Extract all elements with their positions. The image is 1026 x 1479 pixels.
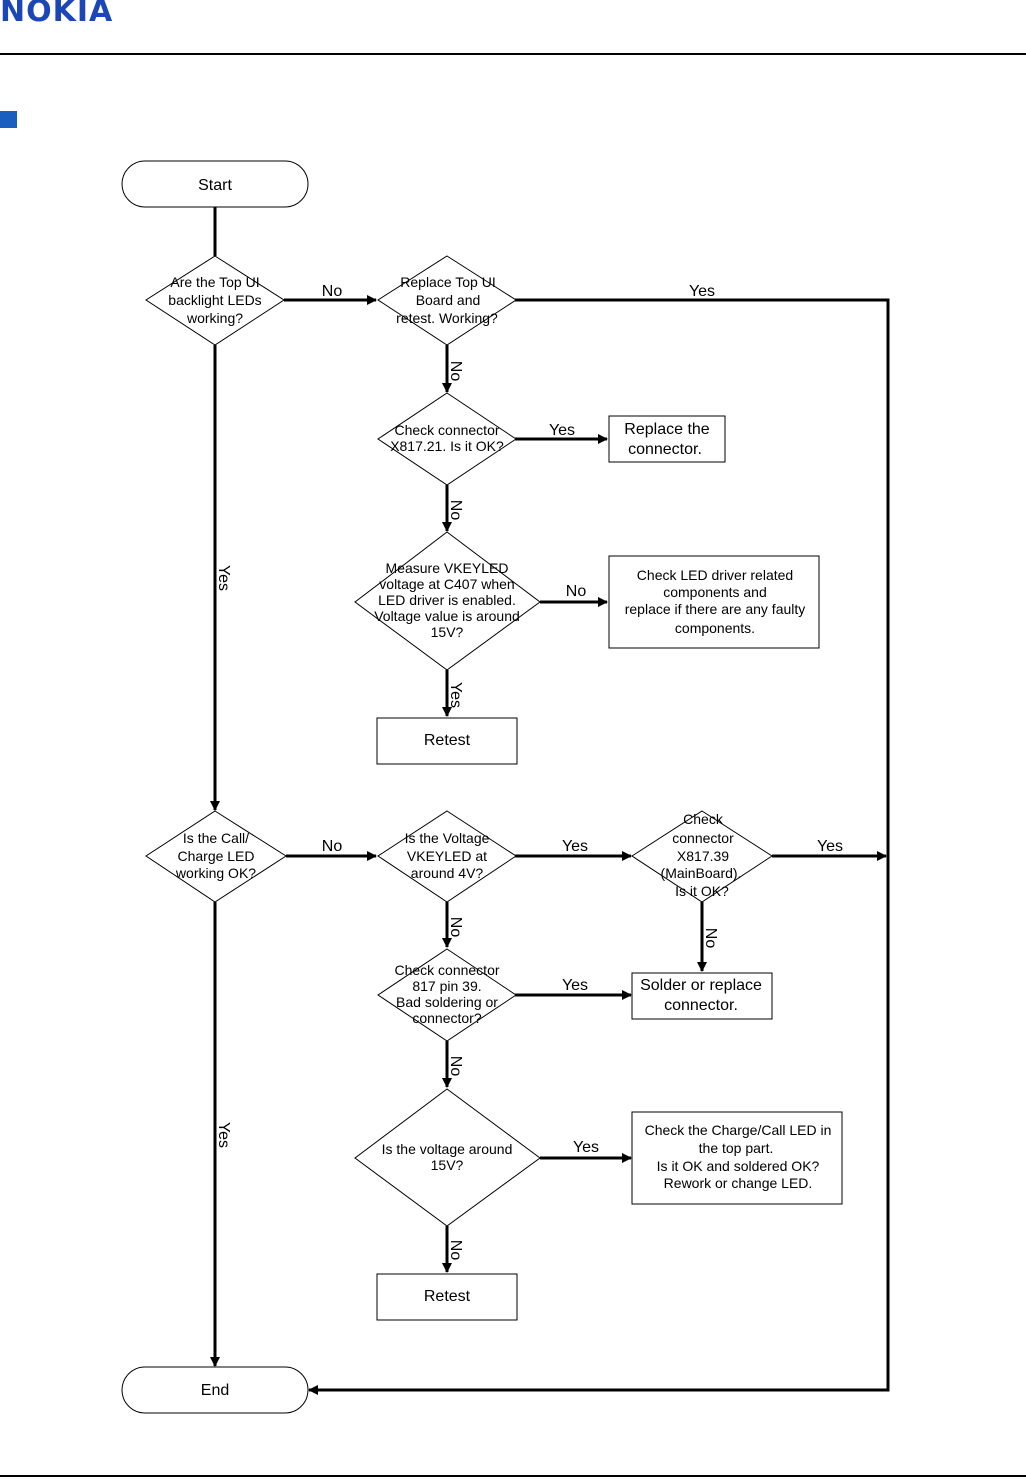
decision-measure-vkeyled-line: voltage at C407 when bbox=[379, 576, 514, 592]
decision-top-ui-backlight-line: backlight LEDs bbox=[168, 292, 261, 308]
process-replace-connector: Replace the connector. bbox=[608, 415, 726, 463]
label-v15-no: No bbox=[447, 1240, 464, 1261]
decision-top-ui-backlight: Are the Top UI backlight LEDs working? bbox=[145, 255, 285, 346]
process-check-led-driver: Check LED driver related components and … bbox=[608, 555, 820, 649]
decision-replace-top-ui-line: Board and bbox=[416, 292, 481, 308]
node-start-text: Start bbox=[198, 177, 232, 194]
node-start: Start bbox=[121, 160, 309, 208]
process-check-charge-led-line: Rework or change LED. bbox=[664, 1175, 813, 1191]
label-replace-top-no: No bbox=[447, 361, 464, 382]
decision-measure-vkeyled: Measure VKEYLED voltage at C407 when LED… bbox=[354, 531, 541, 671]
decision-measure-vkeyled-line: Measure VKEYLED bbox=[386, 560, 509, 576]
process-solder-replace-line: Solder or replace bbox=[640, 977, 762, 994]
label-q1-yes: Yes bbox=[215, 565, 232, 591]
process-solder-replace: Solder or replace connector. bbox=[631, 972, 773, 1020]
process-check-led-driver-line: replace if there are any faulty bbox=[625, 601, 806, 617]
label-pin39-no: No bbox=[447, 1056, 464, 1077]
process-check-led-driver-line: components. bbox=[675, 620, 755, 636]
process-check-charge-led-line: the top part. bbox=[699, 1140, 774, 1156]
decision-voltage-4v-line: VKEYLED at bbox=[407, 848, 487, 864]
decision-connector-pin-39: Check connector 817 pin 39. Bad solderin… bbox=[377, 948, 517, 1042]
section-bullet-icon bbox=[0, 111, 17, 128]
decision-connector-x817-21-line: X817.21. Is it OK? bbox=[390, 438, 504, 454]
page-header: NOKIA bbox=[0, 0, 1026, 56]
decision-connector-x817-21: Check connector X817.21. Is it OK? bbox=[377, 392, 517, 486]
label-measure-no: No bbox=[566, 583, 587, 600]
process-retest-2: Retest bbox=[376, 1273, 518, 1321]
decision-call-charge-led: Is the Call/ Charge LED working OK? bbox=[145, 810, 287, 903]
decision-connector-x817-39-line: Check bbox=[683, 811, 724, 827]
decision-connector-x817-39-line: (MainBoard). bbox=[661, 865, 742, 881]
process-check-charge-led: Check the Charge/Call LED in the top par… bbox=[631, 1111, 843, 1205]
decision-voltage-4v-line: Is the Voltage bbox=[405, 830, 490, 846]
edge-replace-top-yes bbox=[308, 298, 890, 1395]
decision-replace-top-ui: Replace Top UI Board and retest. Working… bbox=[377, 255, 517, 346]
process-check-led-driver-line: components and bbox=[663, 584, 767, 600]
decision-connector-pin-39-line: 817 pin 39. bbox=[412, 978, 481, 994]
decision-measure-vkeyled-line: LED driver is enabled. bbox=[378, 592, 516, 608]
label-replace-top-yes: Yes bbox=[689, 283, 715, 300]
decision-top-ui-backlight-line: Are the Top UI bbox=[170, 274, 259, 290]
decision-connector-x817-39: Check connector X817.39 (MainBoard). Is … bbox=[631, 810, 773, 903]
nokia-logo: NOKIA bbox=[0, 0, 114, 29]
decision-voltage-15v: Is the voltage around 15V? bbox=[354, 1088, 541, 1227]
decision-measure-vkeyled-line: Voltage value is around bbox=[374, 608, 520, 624]
decision-connector-pin-39-line: connector? bbox=[412, 1010, 481, 1026]
label-v4-no: No bbox=[447, 917, 464, 938]
footer-rule bbox=[0, 1475, 1026, 1477]
label-qcall-yes: Yes bbox=[215, 1122, 232, 1148]
process-check-charge-led-line: Is it OK and soldered OK? bbox=[657, 1158, 820, 1174]
decision-voltage-4v-line: around 4V? bbox=[411, 865, 484, 881]
decision-connector-x817-39-line: Is it OK? bbox=[675, 883, 729, 899]
header-rule bbox=[0, 53, 1026, 55]
label-measure-yes: Yes bbox=[447, 682, 464, 708]
decision-replace-top-ui-line: retest. Working? bbox=[396, 310, 498, 326]
decision-call-charge-led-line: Charge LED bbox=[177, 848, 254, 864]
decision-replace-top-ui-line: Replace Top UI bbox=[400, 274, 495, 290]
process-solder-replace-line: connector. bbox=[664, 997, 738, 1014]
decision-connector-pin-39-line: Check connector bbox=[394, 962, 499, 978]
process-replace-connector-line: Replace the bbox=[624, 421, 709, 438]
node-end: End bbox=[121, 1366, 309, 1414]
label-v4-yes: Yes bbox=[562, 838, 588, 855]
decision-connector-x817-39-line: X817.39 bbox=[677, 848, 729, 864]
label-q1-no: No bbox=[322, 283, 343, 300]
decision-call-charge-led-line: working OK? bbox=[175, 865, 256, 881]
process-replace-connector-line: connector. bbox=[628, 441, 702, 458]
label-pin39-yes: Yes bbox=[562, 977, 588, 994]
decision-top-ui-backlight-line: working? bbox=[186, 310, 243, 326]
process-check-led-driver-line: Check LED driver related bbox=[637, 567, 793, 583]
process-retest-1: Retest bbox=[376, 717, 518, 765]
edge-labels: No Yes Yes No No Yes Yes Yes Yes No No Y… bbox=[215, 283, 843, 1260]
decision-connector-x817-21-line: Check connector bbox=[394, 422, 499, 438]
process-retest-2-text: Retest bbox=[424, 1288, 471, 1305]
process-check-charge-led-line: Check the Charge/Call LED in bbox=[645, 1122, 832, 1138]
decision-voltage-4v: Is the Voltage VKEYLED at around 4V? bbox=[377, 810, 517, 903]
decision-connector-x817-39-line: connector bbox=[672, 830, 734, 846]
decision-voltage-15v-line: 15V? bbox=[431, 1157, 464, 1173]
label-qcall-no: No bbox=[322, 838, 343, 855]
decision-voltage-15v-line: Is the voltage around bbox=[382, 1141, 513, 1157]
label-conn39-yes: Yes bbox=[817, 838, 843, 855]
label-conn39-no: No bbox=[702, 928, 719, 949]
node-end-text: End bbox=[201, 1382, 229, 1399]
label-conn21-yes: Yes bbox=[549, 422, 575, 439]
decision-measure-vkeyled-line: 15V? bbox=[431, 624, 464, 640]
label-v15-yes: Yes bbox=[573, 1139, 599, 1156]
decision-connector-pin-39-line: Bad soldering or bbox=[396, 994, 498, 1010]
label-conn21-no: No bbox=[447, 500, 464, 521]
flowchart-edges bbox=[210, 207, 890, 1395]
process-retest-1-text: Retest bbox=[424, 732, 471, 749]
decision-call-charge-led-line: Is the Call/ bbox=[183, 830, 249, 846]
